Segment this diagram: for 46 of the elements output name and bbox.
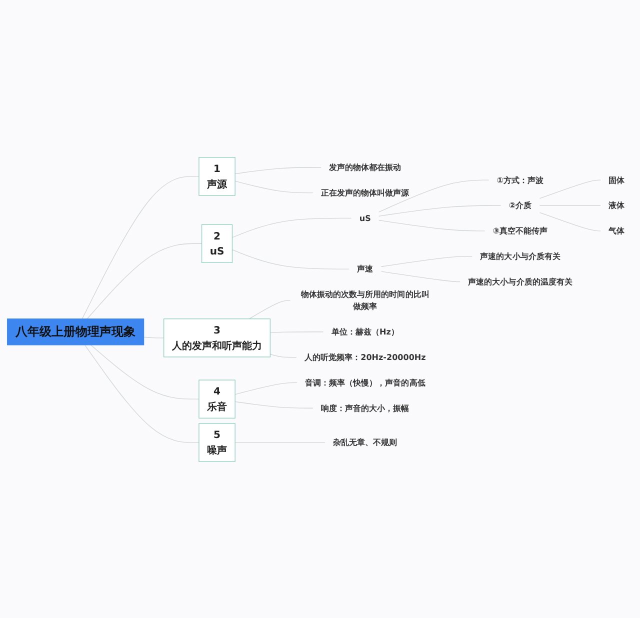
node-text: 单位：赫兹（Hz） <box>331 326 399 336</box>
connector <box>378 204 502 216</box>
connector <box>232 217 352 238</box>
connector <box>86 242 202 319</box>
connector <box>539 204 601 206</box>
node-text: 音调：频率（快慢），声音的高低 <box>304 378 426 387</box>
connector <box>82 176 200 319</box>
connector <box>270 353 297 358</box>
node-text: 杂乱无章、不规则 <box>333 437 398 447</box>
connector <box>84 344 200 442</box>
node-box: 4 乐音 <box>198 379 236 418</box>
connector <box>380 256 472 266</box>
node-text: 气体 <box>608 226 625 236</box>
node-text: ③真空不能传声 <box>492 226 548 236</box>
connector <box>234 180 314 193</box>
node-text: 固体 <box>608 174 625 184</box>
node-text: ②介质 <box>508 200 532 210</box>
node-box: 1 声源 <box>198 156 236 196</box>
connector <box>234 400 314 408</box>
node-text: 物体振动的次数与所用的时间的比叫做频率 <box>300 289 430 311</box>
connector <box>234 382 298 394</box>
connector <box>380 270 460 282</box>
node-text: 发声的物体都在振动 <box>329 162 402 172</box>
connector <box>232 248 350 269</box>
connector <box>539 179 601 198</box>
connector <box>270 331 324 333</box>
node-text: 人的听觉频率：20Hz-20000Hz <box>304 352 426 362</box>
connector <box>378 219 486 231</box>
node-text: 液体 <box>608 200 625 210</box>
node-text: 声速的大小与介质有关 <box>480 251 560 261</box>
connector <box>234 166 322 174</box>
node-box: 3 人的发声和听声能力 <box>164 318 270 357</box>
connector <box>90 344 200 399</box>
node-text: 响度：声音的大小，振幅 <box>320 402 410 412</box>
connector <box>539 212 601 231</box>
node-text: uS <box>359 213 371 222</box>
node-box: 八年级上册物理声现象 <box>7 318 144 345</box>
node-box: 2 uS <box>201 224 233 263</box>
node-text: 声速 <box>357 264 374 274</box>
connector <box>378 179 490 212</box>
node-text: 声速的大小与介质的温度有关 <box>468 276 572 286</box>
node-text: 正在发声的物体叫做声源 <box>320 188 410 197</box>
connector <box>143 336 164 338</box>
connector <box>248 300 291 319</box>
node-text: ①方式：声波 <box>496 174 544 184</box>
node-box: 5 噪声 <box>198 422 236 462</box>
